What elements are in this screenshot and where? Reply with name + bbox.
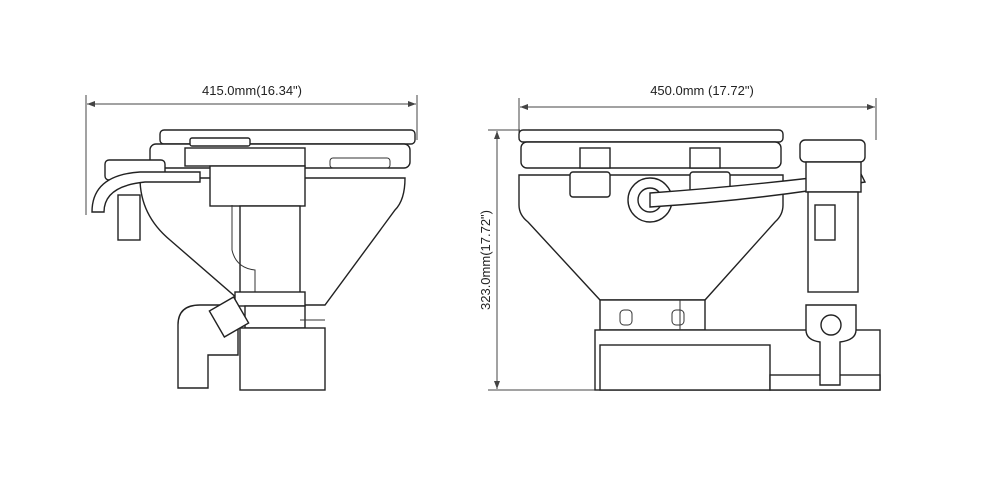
toilet-front-view <box>518 129 881 391</box>
dimension-height: 323.0mm(17.72") <box>478 129 600 391</box>
width-side-label: 415.0mm(16.34") <box>202 83 302 98</box>
dimension-width-side: 415.0mm(16.34") <box>85 83 418 215</box>
toilet-side-view <box>91 129 416 391</box>
width-front-label: 450.0mm (17.72") <box>650 83 754 98</box>
height-label: 323.0mm(17.72") <box>478 210 493 310</box>
